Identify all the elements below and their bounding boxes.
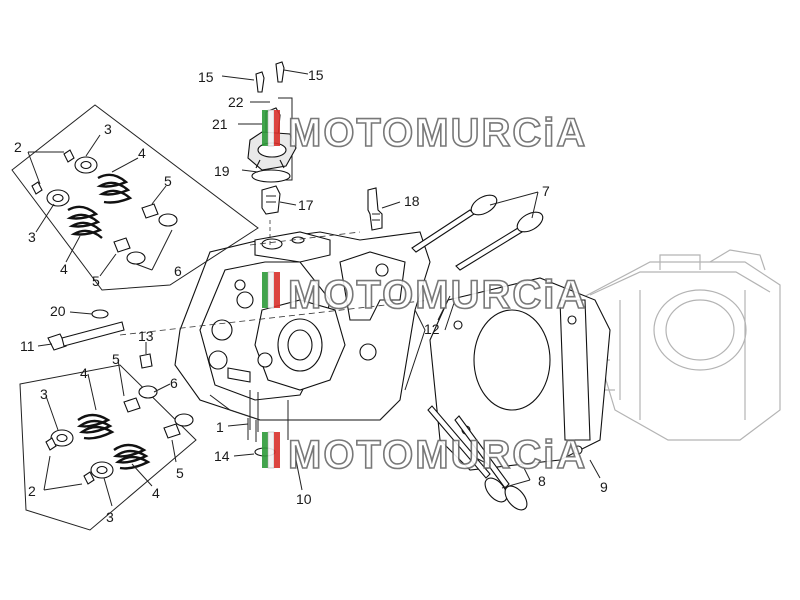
- callout-5: 5: [92, 273, 100, 289]
- watermark-logo: MOTOMURCiA: [262, 431, 587, 478]
- callout-7: 7: [542, 183, 550, 199]
- assembly-lines: [119, 220, 431, 336]
- callout-21: 21: [212, 116, 228, 132]
- spark-plug-icon: [367, 187, 383, 231]
- callout-9: 9: [600, 479, 608, 495]
- callout-15: 15: [198, 69, 214, 85]
- leader-lines: [27, 69, 601, 507]
- callout-15: 15: [308, 67, 324, 83]
- callout-3: 3: [40, 386, 48, 402]
- watermark-logo: MOTOMURCiA: [262, 271, 587, 318]
- valve-spring-icon: [19, 353, 197, 531]
- callout-2: 2: [14, 139, 22, 155]
- callout-8: 8: [538, 473, 546, 489]
- valve-spring-icon: [11, 104, 259, 291]
- callout-22: 22: [228, 94, 244, 110]
- callout-5: 5: [176, 465, 184, 481]
- head-gasket-icon: [429, 277, 611, 471]
- callout-4: 4: [138, 145, 146, 161]
- callout-11: 11: [20, 338, 35, 354]
- callout-1: 1: [216, 419, 224, 435]
- watermark-text: MOTOMURCiA: [288, 433, 587, 477]
- watermark-text: MOTOMURCiA: [288, 273, 587, 317]
- callout-3: 3: [106, 509, 114, 525]
- callout-20: 20: [50, 303, 66, 319]
- valve-icon: [411, 194, 544, 271]
- callout-10: 10: [296, 491, 312, 507]
- callout-17: 17: [298, 197, 314, 213]
- callout-4: 4: [80, 365, 88, 381]
- cylinder-head-icon: [174, 231, 431, 440]
- callout-4: 4: [60, 261, 68, 277]
- callout-3: 3: [104, 121, 112, 137]
- bolt-icon: [47, 309, 276, 457]
- callout-3: 3: [28, 229, 36, 245]
- callout-18: 18: [404, 193, 420, 209]
- screw-icon: [255, 61, 285, 93]
- callout-4: 4: [152, 485, 160, 501]
- callout-6: 6: [170, 375, 178, 391]
- watermark-text: MOTOMURCiA: [288, 111, 587, 155]
- callout-5: 5: [164, 173, 172, 189]
- valve-icon: [427, 405, 528, 511]
- callout-labels: 15 15 22 21 19 17 18 7 2 3 3 4 4 5 5 6 2…: [14, 67, 608, 525]
- callout-13: 13: [138, 328, 154, 344]
- callout-19: 19: [214, 163, 230, 179]
- callout-2: 2: [28, 483, 36, 499]
- callout-12: 12: [424, 321, 440, 337]
- watermark-logo: MOTOMURCiA: [262, 109, 587, 156]
- callout-6: 6: [174, 263, 182, 279]
- callout-5: 5: [112, 351, 120, 367]
- callout-14: 14: [214, 448, 230, 464]
